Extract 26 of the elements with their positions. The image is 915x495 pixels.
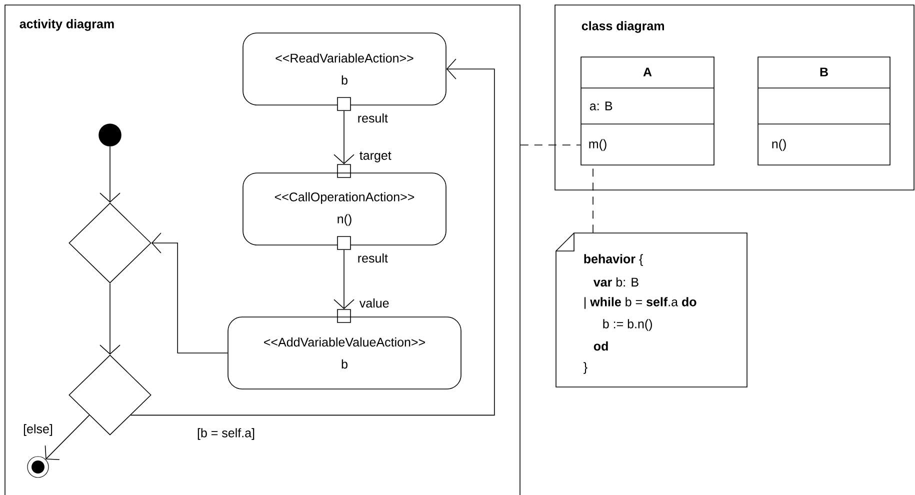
- flow-arrow: [130, 58, 495, 416]
- action-box: <<AddVariableValueAction>> b: [228, 316, 462, 390]
- edge-label: [b = self.a]: [196, 427, 256, 441]
- flow-arrow: [151, 232, 228, 354]
- edge-label: [else]: [22, 423, 54, 437]
- flow-arrow: [100, 283, 120, 355]
- decision-diamond: [68, 202, 152, 284]
- pin-label: target: [360, 152, 392, 162]
- flow-arrow: [100, 146, 120, 203]
- flow-arrow: [334, 250, 354, 310]
- dashed-connector: [520, 144, 581, 146]
- frame-title: class diagram: [582, 21, 664, 33]
- action-box: <<ReadVariableAction>> b: [242, 32, 446, 106]
- flow-arrow: [334, 110, 354, 164]
- pin-label: result: [358, 113, 388, 123]
- note-box: behavior { var b: B | while b = self.a do b := b.n() od }: [556, 232, 748, 388]
- class-box: B n(): [758, 56, 890, 166]
- action-box: <<CallOperationAction>> n(): [242, 172, 446, 246]
- final-node: [27, 456, 49, 478]
- pin-label: value: [359, 298, 389, 308]
- flow-arrow: [44, 414, 90, 460]
- initial-node: [98, 124, 122, 146]
- pin-label: result: [358, 253, 388, 263]
- frame-title: activity diagram: [20, 19, 114, 31]
- class-box: A a: B m(): [580, 56, 714, 166]
- decision-diamond: [68, 354, 152, 436]
